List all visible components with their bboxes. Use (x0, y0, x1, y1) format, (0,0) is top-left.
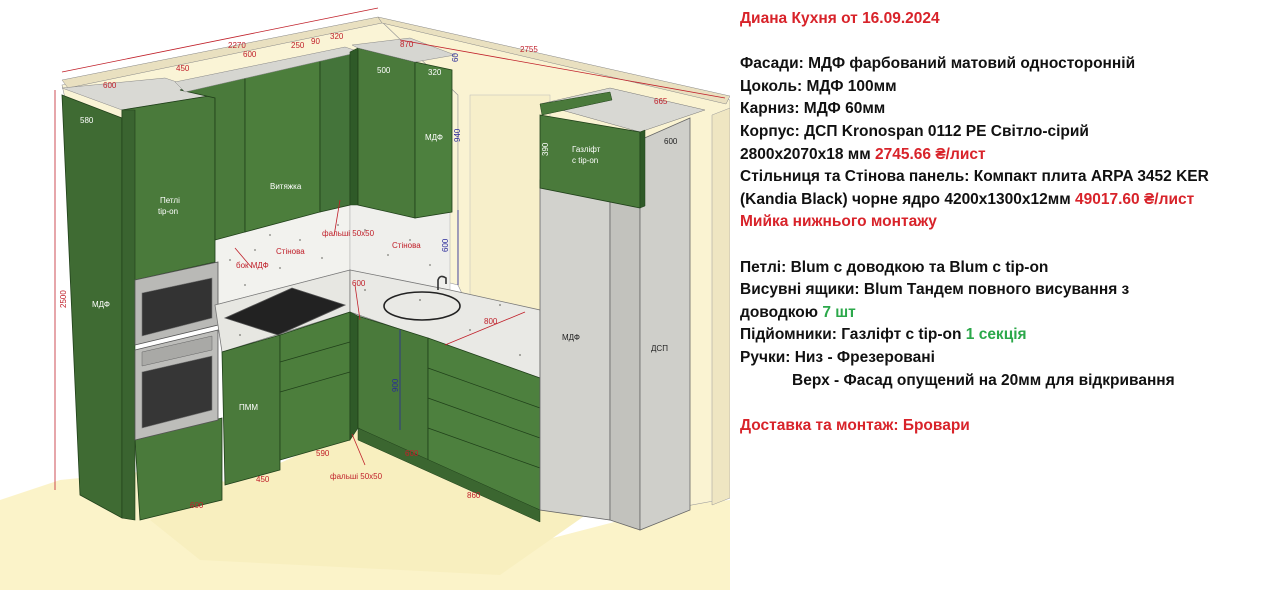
label-petli: Петлі (160, 196, 180, 205)
upper-corner-side (349, 47, 359, 206)
label-dsp: ДСП (651, 344, 668, 353)
spec-worktop-2-line: (Kandia Black) чорне ядро 4200x1300x12мм… (740, 189, 1275, 212)
label-vytyazhka: Витяжка (270, 182, 302, 191)
spec-lifts: Підйомники: Газліфт с tip-on (740, 326, 962, 344)
floor-inner (150, 430, 600, 575)
spec-plinth: Цоколь: МДФ 100мм (740, 77, 897, 95)
spec-handles-bottom: Ручки: Низ - Фрезеровані (740, 348, 935, 366)
dim-870: 870 (400, 40, 414, 49)
label-pmm: ПММ (239, 403, 258, 412)
plinth (357, 427, 541, 523)
bok-mdf-label: бок МДФ (236, 261, 269, 270)
dim-600-floor: 600 (190, 501, 204, 510)
dim-940: 940 (453, 128, 462, 142)
spec-carcass-price: 2745.66 ₴/лист (875, 145, 986, 163)
dim-800: 800 (484, 317, 498, 326)
spec-sink: Мийка нижнього монтажу (740, 213, 937, 231)
lower-corner-side (349, 311, 359, 441)
dim-600-floor-b: 600 (405, 449, 419, 458)
spec-carcass-size-line: 2800x2070x18 мм 2745.66 ₴/лист (740, 144, 1275, 167)
cooktop (223, 287, 347, 336)
lower-drawers-left (279, 311, 351, 461)
falshi-top: фальші 50x50 (322, 229, 375, 238)
spec-handles-top: Верх - Фасад опущений на 20мм для відкри… (792, 371, 1175, 389)
dishwasher-front (221, 334, 281, 486)
dim-250: 250 (291, 41, 305, 50)
dim-860: 860 (467, 491, 481, 500)
dim-600-top: 600 (103, 81, 117, 90)
sink (383, 291, 461, 321)
spec-lifts-count: 1 секція (965, 326, 1027, 344)
dim-600-counter: 600 (352, 279, 366, 288)
dim-500: 500 (377, 66, 391, 75)
dim-590: 590 (316, 449, 330, 458)
spec-cornice: Карниз: МДФ 60мм (740, 100, 886, 118)
gazlift-cabinet-top (539, 91, 613, 116)
label-gazlift-tipon: с tip-on (572, 156, 598, 165)
spec-title: Диана Кухня от 16.09.2024 (740, 10, 940, 27)
fridge-column-side (539, 179, 611, 521)
dsp-panel-front (639, 117, 691, 531)
dim-600-top-b: 600 (243, 50, 257, 59)
spec-lifts-line: Підйомники: Газліфт с tip-on 1 секція (740, 324, 1275, 347)
dim-320-top: 320 (330, 32, 344, 41)
faucet (437, 275, 447, 290)
spec-worktop-2: (Kandia Black) чорне ядро 4200x1300x12мм (740, 190, 1071, 208)
dim-600-dsp: 600 (664, 137, 678, 146)
dim-2500: 2500 (59, 290, 68, 308)
dim-450-floor: 450 (256, 475, 270, 484)
gazlift-cabinet-edge (639, 129, 646, 209)
spec-panel: Диана Кухня от 16.09.2024 Фасади: МДФ фа… (740, 8, 1275, 437)
label-mdf-tall: МДФ (92, 300, 110, 309)
label-tipon: tip-on (158, 207, 178, 216)
spec-carcass: Корпус: ДСП Kronospan 0112 PE Світло-сір… (740, 122, 1089, 140)
spec-drawers-count: 7 шт (822, 303, 856, 321)
terrazzo-dots (229, 224, 431, 286)
falshi-bottom: фальші 50x50 (330, 472, 383, 481)
spec-worktop-1: Стільниця та Стінова панель: Компакт пли… (740, 168, 1209, 186)
wall-top-edge-right (377, 16, 730, 105)
dim-2270: 2270 (228, 41, 246, 50)
label-mdf-upper: МДФ (425, 133, 443, 142)
tall-cabinet-edge (121, 109, 136, 521)
tall-cabinet-front-upper (121, 94, 216, 283)
upper-cabinet-hood (244, 57, 321, 233)
dim-900: 900 (391, 378, 400, 392)
dim-580: 580 (80, 116, 94, 125)
kitchen-3d-drawing: 2270 2755 600 450 600 250 90 320 870 60 … (0, 7, 730, 590)
dim-60: 60 (451, 53, 460, 62)
upper-cabinet-narrow (319, 51, 351, 213)
oven-bottom-glass (141, 355, 213, 429)
spec-worktop-price: 49017.60 ₴/лист (1075, 190, 1195, 208)
spec-hinges: Петлі: Blum с доводкою та Blum с tip-on (740, 258, 1049, 276)
stinova-label-right: Стінова (392, 241, 421, 250)
upper-corner-top (351, 37, 456, 63)
oven-top-glass (141, 277, 213, 337)
stinova-label-left: Стінова (276, 247, 305, 256)
dim-665: 665 (654, 97, 668, 106)
label-mdf-fridge: МДФ (562, 333, 580, 342)
fridge-column-front (609, 184, 641, 531)
spec-drawers-2: доводкою (740, 303, 818, 321)
oven-bottom-panel (141, 335, 213, 367)
dim-90: 90 (311, 37, 320, 46)
dim-390: 390 (541, 142, 550, 156)
dim-600-splash: 600 (441, 238, 450, 252)
spec-drawers-2-line: доводкою 7 шт (740, 302, 1275, 325)
spec-delivery: Доставка та монтаж: Бровари (740, 416, 970, 434)
label-gazlift: Газліфт (572, 145, 601, 154)
spec-facades: Фасади: МДФ фарбований матовий односторо… (740, 55, 1136, 73)
spec-drawers-1: Висувні ящики: Blum Тандем повного висув… (740, 281, 1130, 299)
dim-450-top: 450 (176, 64, 190, 73)
dim-320-upper: 320 (428, 68, 442, 77)
spec-carcass-size: 2800x2070x18 мм (740, 145, 871, 163)
dim-2755: 2755 (520, 45, 538, 54)
right-wall-pillar (711, 107, 730, 506)
upper-right-front (414, 61, 453, 219)
